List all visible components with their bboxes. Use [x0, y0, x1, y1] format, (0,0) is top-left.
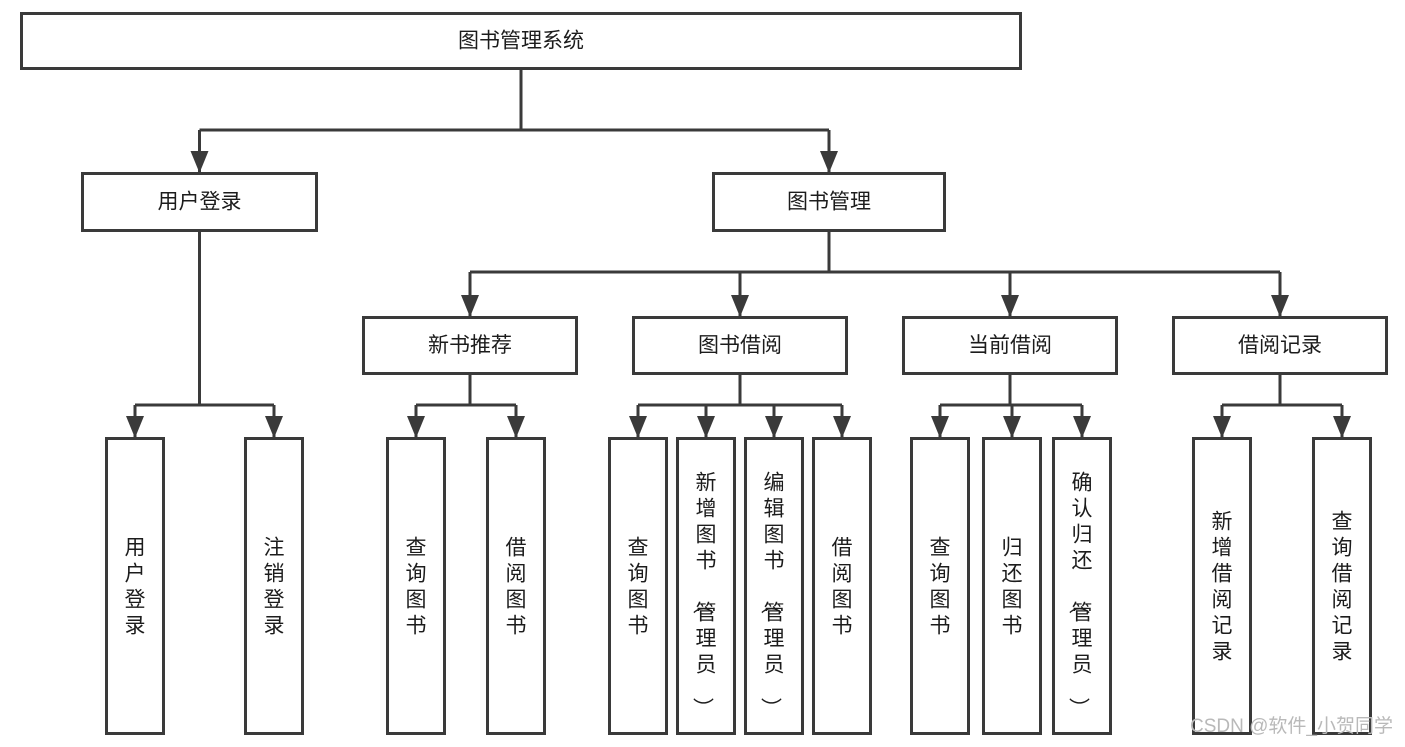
node-leaf-add-borrow-record[interactable]: 新增借阅记录: [1192, 437, 1252, 735]
node-new-book-recommend[interactable]: 新书推荐: [362, 316, 578, 375]
node-root[interactable]: 图书管理系统: [20, 12, 1022, 70]
node-box-leaf-query-books-borrow: [608, 437, 668, 735]
node-leaf-query-borrow-record[interactable]: 查询借阅记录: [1312, 437, 1372, 735]
node-leaf-user-login[interactable]: 用户登录: [105, 437, 165, 735]
node-label-leaf-query-books-borrow: 查询图书: [628, 536, 649, 637]
node-leaf-return-books[interactable]: 归还图书: [982, 437, 1042, 735]
node-box-leaf-return-books: [982, 437, 1042, 735]
node-label-leaf-user-login: 用户登录: [125, 536, 146, 637]
node-box-leaf-user-logout: [244, 437, 304, 735]
node-leaf-borrow-books-recommend[interactable]: 借阅图书: [486, 437, 546, 735]
connector-book-management-bus: [461, 232, 1289, 317]
node-label-current-borrow: 当前借阅: [968, 334, 1052, 357]
node-box-leaf-user-login: [105, 437, 165, 735]
connector-book-borrow-bus: [629, 375, 851, 438]
arrow-head-icon: [765, 416, 783, 438]
node-leaf-query-books-recommend[interactable]: 查询图书: [386, 437, 446, 735]
arrow-head-icon: [265, 416, 283, 438]
arrow-head-icon: [1001, 295, 1019, 317]
node-leaf-borrow-books-borrow[interactable]: 借阅图书: [812, 437, 872, 735]
node-box-leaf-query-books-current: [910, 437, 970, 735]
node-leaf-query-books-current[interactable]: 查询图书: [910, 437, 970, 735]
arrow-head-icon: [1073, 416, 1091, 438]
arrow-head-icon: [629, 416, 647, 438]
node-label-user-login: 用户登录: [158, 191, 242, 214]
node-label-leaf-add-book-admin: 新增图书（管理员）: [691, 471, 717, 718]
node-label-leaf-user-logout: 注销登录: [264, 536, 285, 637]
node-box-book-management: [712, 172, 946, 232]
connector-new-book-recommend-bus: [407, 375, 525, 438]
arrow-head-icon: [931, 416, 949, 438]
node-box-new-book-recommend: [362, 316, 578, 375]
arrow-head-icon: [190, 151, 209, 173]
connector-user-login-bus: [126, 232, 283, 438]
connector-borrow-record-bus: [1213, 375, 1351, 438]
node-label-root: 图书管理系统: [458, 30, 584, 53]
node-leaf-edit-book-admin[interactable]: 编辑图书（管理员）: [744, 437, 804, 735]
node-leaf-user-logout[interactable]: 注销登录: [244, 437, 304, 735]
node-box-book-borrow: [632, 316, 848, 375]
node-label-new-book-recommend: 新书推荐: [428, 334, 512, 357]
arrow-head-icon: [407, 416, 425, 438]
arrow-head-icon: [731, 295, 749, 317]
arrow-head-icon: [126, 416, 144, 438]
node-box-leaf-add-borrow-record: [1192, 437, 1252, 735]
node-box-root: [20, 12, 1022, 70]
node-label-leaf-borrow-books-borrow: 借阅图书: [832, 536, 853, 637]
node-label-leaf-add-borrow-record: 新增借阅记录: [1212, 510, 1233, 663]
arrow-head-icon: [820, 151, 838, 173]
node-label-leaf-confirm-return-admin: 确认归还（管理员）: [1067, 471, 1093, 718]
node-box-leaf-confirm-return-admin: [1052, 437, 1112, 735]
node-label-borrow-record: 借阅记录: [1238, 334, 1322, 357]
node-leaf-query-books-borrow[interactable]: 查询图书: [608, 437, 668, 735]
node-box-user-login: [81, 172, 318, 232]
arrow-head-icon: [1271, 295, 1289, 317]
connector-current-borrow-bus: [931, 375, 1091, 438]
arrow-head-icon: [697, 416, 715, 438]
node-box-leaf-borrow-books-recommend: [486, 437, 546, 735]
node-book-borrow[interactable]: 图书借阅: [632, 316, 848, 375]
arrow-head-icon: [833, 416, 851, 438]
node-current-borrow[interactable]: 当前借阅: [902, 316, 1118, 375]
node-layer: 图书管理系统用户登录图书管理新书推荐图书借阅当前借阅借阅记录用户登录注销登录查询…: [20, 12, 1388, 735]
node-box-leaf-query-books-recommend: [386, 437, 446, 735]
arrow-head-icon: [507, 416, 525, 438]
connector-layer: [126, 70, 1351, 438]
node-label-book-management: 图书管理: [787, 191, 871, 214]
node-label-leaf-return-books: 归还图书: [1002, 536, 1023, 637]
node-leaf-confirm-return-admin[interactable]: 确认归还（管理员）: [1052, 437, 1112, 735]
node-leaf-add-book-admin[interactable]: 新增图书（管理员）: [676, 437, 736, 735]
node-box-leaf-borrow-books-borrow: [812, 437, 872, 735]
arrow-head-icon: [1003, 416, 1021, 438]
connector-root-bus: [190, 70, 838, 173]
arrow-head-icon: [461, 295, 479, 317]
node-label-leaf-borrow-books-recommend: 借阅图书: [506, 536, 527, 637]
arrow-head-icon: [1213, 416, 1231, 438]
node-user-login[interactable]: 用户登录: [81, 172, 318, 232]
node-label-leaf-query-books-recommend: 查询图书: [406, 536, 427, 637]
node-book-management[interactable]: 图书管理: [712, 172, 946, 232]
node-label-book-borrow: 图书借阅: [698, 334, 782, 357]
node-box-leaf-add-book-admin: [676, 437, 736, 735]
node-box-borrow-record: [1172, 316, 1388, 375]
node-label-leaf-edit-book-admin: 编辑图书（管理员）: [759, 471, 785, 718]
node-borrow-record[interactable]: 借阅记录: [1172, 316, 1388, 375]
node-box-leaf-query-borrow-record: [1312, 437, 1372, 735]
arrow-head-icon: [1333, 416, 1351, 438]
node-label-leaf-query-borrow-record: 查询借阅记录: [1332, 510, 1353, 663]
node-box-leaf-edit-book-admin: [744, 437, 804, 735]
csdn-watermark: CSDN @软件_小贺同学: [1190, 715, 1393, 737]
node-label-leaf-query-books-current: 查询图书: [930, 536, 951, 637]
node-box-current-borrow: [902, 316, 1118, 375]
